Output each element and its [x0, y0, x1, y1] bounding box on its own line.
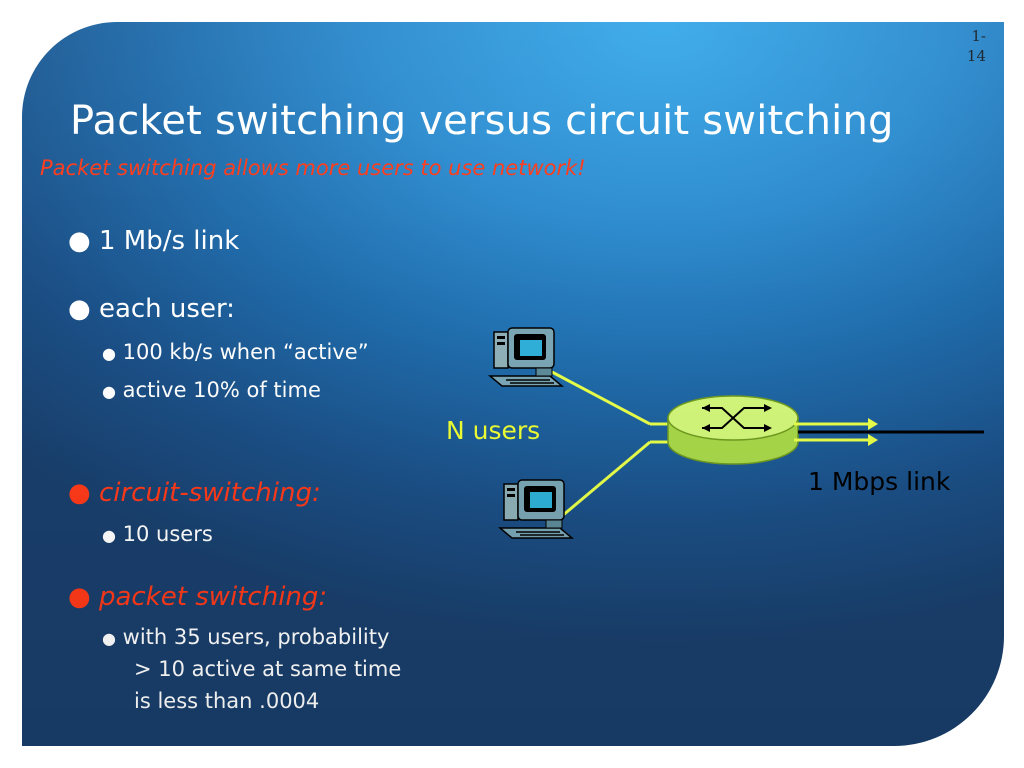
sub-bullet-active-time: ● active 10% of time: [102, 378, 321, 402]
sub-bullet-active-rate: ● 100 kb/s when “active”: [102, 340, 369, 364]
computer-icon: [497, 479, 575, 539]
slide-subtitle: Packet switching allows more users to us…: [40, 156, 586, 180]
sub-bullet-text: is less than .0004: [134, 689, 320, 713]
bullet-packet-text: packet switching:: [98, 582, 328, 612]
bullet-circuit-text: circuit-switching:: [98, 478, 321, 508]
bullet-each-user-text: each user:: [98, 294, 235, 324]
sub-bullet-continued: > 10 active at same time: [134, 657, 401, 681]
bullet-dot-icon: ●: [102, 629, 116, 648]
n-users-label: N users: [446, 416, 541, 445]
network-diagram: [487, 327, 984, 539]
sub-bullet-text: 10 users: [122, 522, 213, 546]
bullet-link-text: 1 Mb/s link: [98, 226, 240, 256]
bullet-dot-icon: ●: [68, 478, 91, 508]
sub-bullet-text: > 10 active at same time: [134, 657, 402, 681]
router-icon: [667, 395, 799, 465]
sub-bullet-text: 100 kb/s when “active”: [122, 340, 369, 364]
bullet-dot-icon: ●: [68, 582, 91, 612]
slide-title: Packet switching versus circuit switchin…: [70, 98, 894, 144]
sub-bullet-continued: is less than .0004: [134, 689, 319, 713]
bullet-dot-icon: ●: [102, 382, 116, 401]
bullet-dot-icon: ●: [102, 526, 116, 545]
slide-number-line2: 14: [966, 47, 986, 65]
bullet-packet-switching: ● packet switching:: [68, 582, 327, 612]
sub-bullet-ten-users: ● 10 users: [102, 522, 213, 546]
slide-background: 1- 14 Packet switching versus circuit sw…: [22, 22, 1004, 746]
sub-bullet-probability: ● with 35 users, probability: [102, 625, 389, 649]
sub-bullet-text: with 35 users, probability: [122, 625, 390, 649]
bullet-dot-icon: ●: [68, 226, 91, 256]
arrow-head-icon: [868, 418, 878, 430]
user-link-line: [561, 440, 651, 518]
bullet-dot-icon: ●: [102, 344, 116, 363]
slide-number-line1: 1-: [971, 27, 986, 45]
bullet-dot-icon: ●: [68, 294, 91, 324]
user-link-line: [551, 370, 651, 426]
slide-number: 1- 14: [956, 26, 986, 66]
bullet-each-user: ● each user:: [68, 294, 235, 324]
bullet-circuit-switching: ● circuit-switching:: [68, 478, 321, 508]
bullet-link: ● 1 Mb/s link: [68, 226, 239, 256]
arrow-head-icon: [868, 434, 878, 446]
link-capacity-label: 1 Mbps link: [808, 467, 951, 496]
computer-icon: [487, 327, 565, 387]
sub-bullet-text: active 10% of time: [122, 378, 321, 402]
